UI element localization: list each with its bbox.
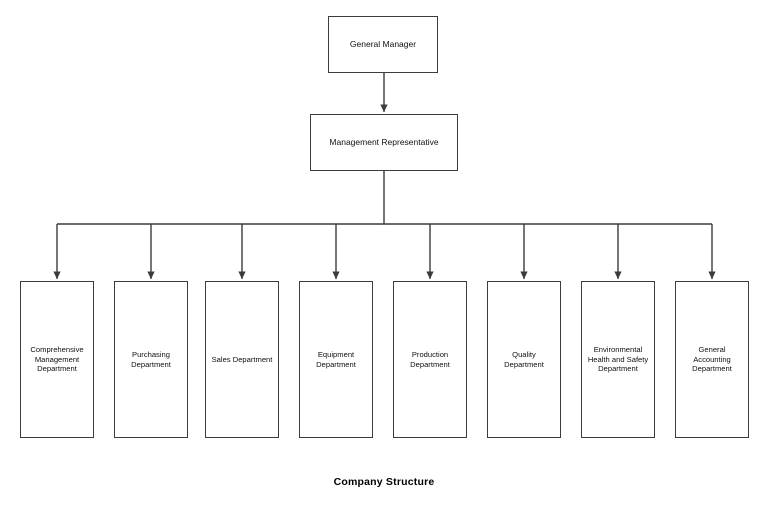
node-department-label: Sales Department [211, 354, 273, 364]
node-department-comprehensive-management[interactable]: Comprehensive Management Department [20, 281, 94, 438]
node-department-environmental-health-safety[interactable]: Environmental Health and Safety Departme… [581, 281, 655, 438]
node-department-purchasing[interactable]: Purchasing Department [114, 281, 188, 438]
node-department-label: Environmental Health and Safety Departme… [587, 344, 649, 374]
node-department-general-accounting[interactable]: General Accounting Department [675, 281, 749, 438]
node-department-label: Comprehensive Management Department [30, 344, 84, 374]
node-department-quality[interactable]: Quality Department [487, 281, 561, 438]
node-department-label: Purchasing Department [131, 349, 171, 369]
node-department-label: Quality Department [504, 349, 544, 369]
node-department-label: General Accounting Department [692, 344, 732, 374]
node-department-equipment[interactable]: Equipment Department [299, 281, 373, 438]
node-department-production[interactable]: Production Department [393, 281, 467, 438]
node-general-manager[interactable]: General Manager [328, 16, 438, 73]
node-general-manager-label: General Manager [349, 39, 417, 50]
node-department-label: Production Department [410, 349, 450, 369]
node-management-representative[interactable]: Management Representative [310, 114, 458, 171]
node-department-label: Equipment Department [316, 349, 356, 369]
node-management-representative-label: Management Representative [329, 137, 439, 148]
diagram-caption: Company Structure [333, 476, 435, 488]
node-department-sales[interactable]: Sales Department [205, 281, 279, 438]
